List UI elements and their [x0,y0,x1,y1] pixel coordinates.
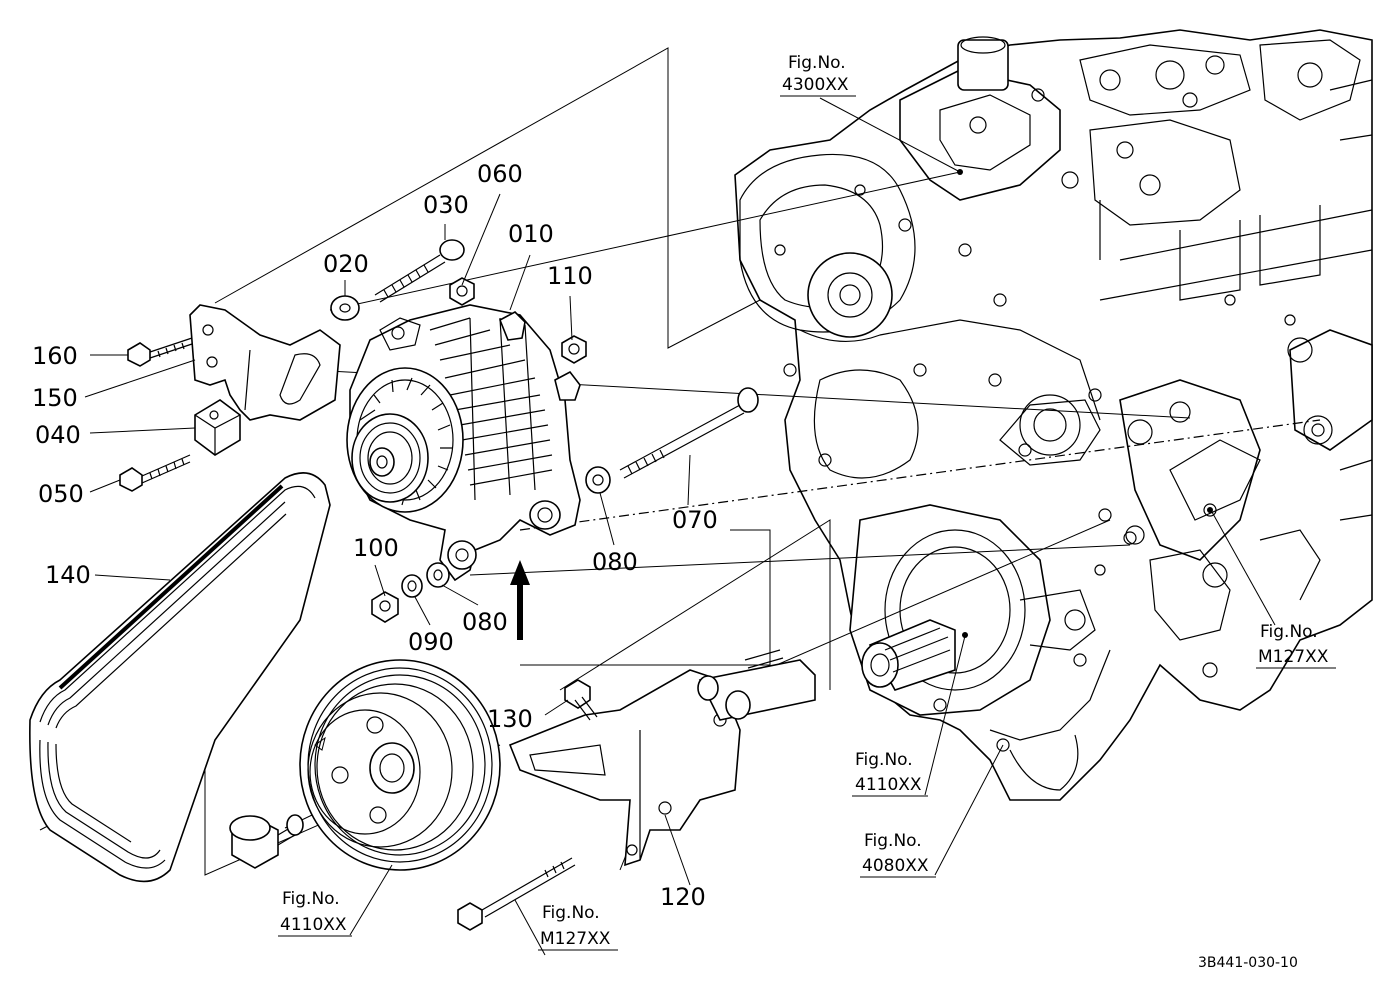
callout-070: 070 [672,506,718,534]
callout-040: 040 [35,421,81,449]
callout-150: 150 [32,384,78,412]
long-bolt [457,857,576,931]
callout-130: 130 [487,705,533,733]
svg-text:M127XX: M127XX [540,929,611,949]
washer-020 [330,295,360,321]
nut-100 [371,591,399,623]
leader-lines [84,97,1276,956]
washer-080-lower [426,562,450,588]
callout-160: 160 [32,342,78,370]
figref-4080: Fig.No. 4080XX [860,831,936,878]
crank-pulley [299,659,501,871]
assembly-arrow-icon [510,560,530,640]
bolt-070 [619,387,759,479]
bolt-050 [119,454,191,492]
bracket-150 [189,304,341,421]
svg-text:Fig.No.: Fig.No. [855,750,913,770]
engine-block [734,29,1373,801]
drawing-code: 3B441-030-10 [1198,955,1298,971]
callout-050: 050 [38,480,84,508]
callout-120: 120 [660,883,706,911]
figref-4110-crank: Fig.No. 4110XX [852,750,928,797]
callout-020: 020 [323,250,369,278]
svg-text:Fig.No.: Fig.No. [864,831,922,851]
callout-080-upper: 080 [592,548,638,576]
callout-060: 060 [477,160,523,188]
pulley-nut [229,814,304,869]
callout-110: 110 [547,262,593,290]
svg-text:4300XX: 4300XX [782,75,849,95]
nut-110 [561,335,587,364]
washer-080-upper [585,466,611,494]
figref-4300: Fig.No. 4300XX [780,53,856,97]
nut-060 [449,277,475,306]
svg-text:Fig.No.: Fig.No. [1260,622,1318,642]
spacer-040 [194,399,241,456]
alternator-010 [346,304,581,582]
svg-text:Fig.No.: Fig.No. [788,53,846,73]
svg-text:Fig.No.: Fig.No. [542,903,600,923]
svg-text:Fig.No.: Fig.No. [282,889,340,909]
callout-labels: 010 020 030 040 050 060 070 080 080 090 … [32,160,718,911]
figref-m127-bolt: Fig.No. M127XX [538,903,618,951]
v-belt-140 [29,472,331,883]
svg-text:4110XX: 4110XX [280,915,347,935]
svg-text:4080XX: 4080XX [862,856,929,876]
callout-080-lower: 080 [462,608,508,636]
svg-text:4110XX: 4110XX [855,775,922,795]
bracket-120 [508,649,816,867]
bolt-130 [564,679,598,721]
figref-4110-pulley: Fig.No. 4110XX [278,889,352,937]
bolt-030 [374,239,465,303]
svg-text:M127XX: M127XX [1258,647,1329,667]
callout-100: 100 [353,534,399,562]
callout-010: 010 [508,220,554,248]
lockwasher-090 [401,574,423,598]
callout-030: 030 [423,191,469,219]
callout-090: 090 [408,628,454,656]
bolt-160 [127,337,193,367]
figure-references: Fig.No. 4300XX Fig.No. M127XX Fig.No. 41… [278,53,1336,951]
figref-m127-right: Fig.No. M127XX [1256,622,1336,669]
callout-140: 140 [45,561,91,589]
